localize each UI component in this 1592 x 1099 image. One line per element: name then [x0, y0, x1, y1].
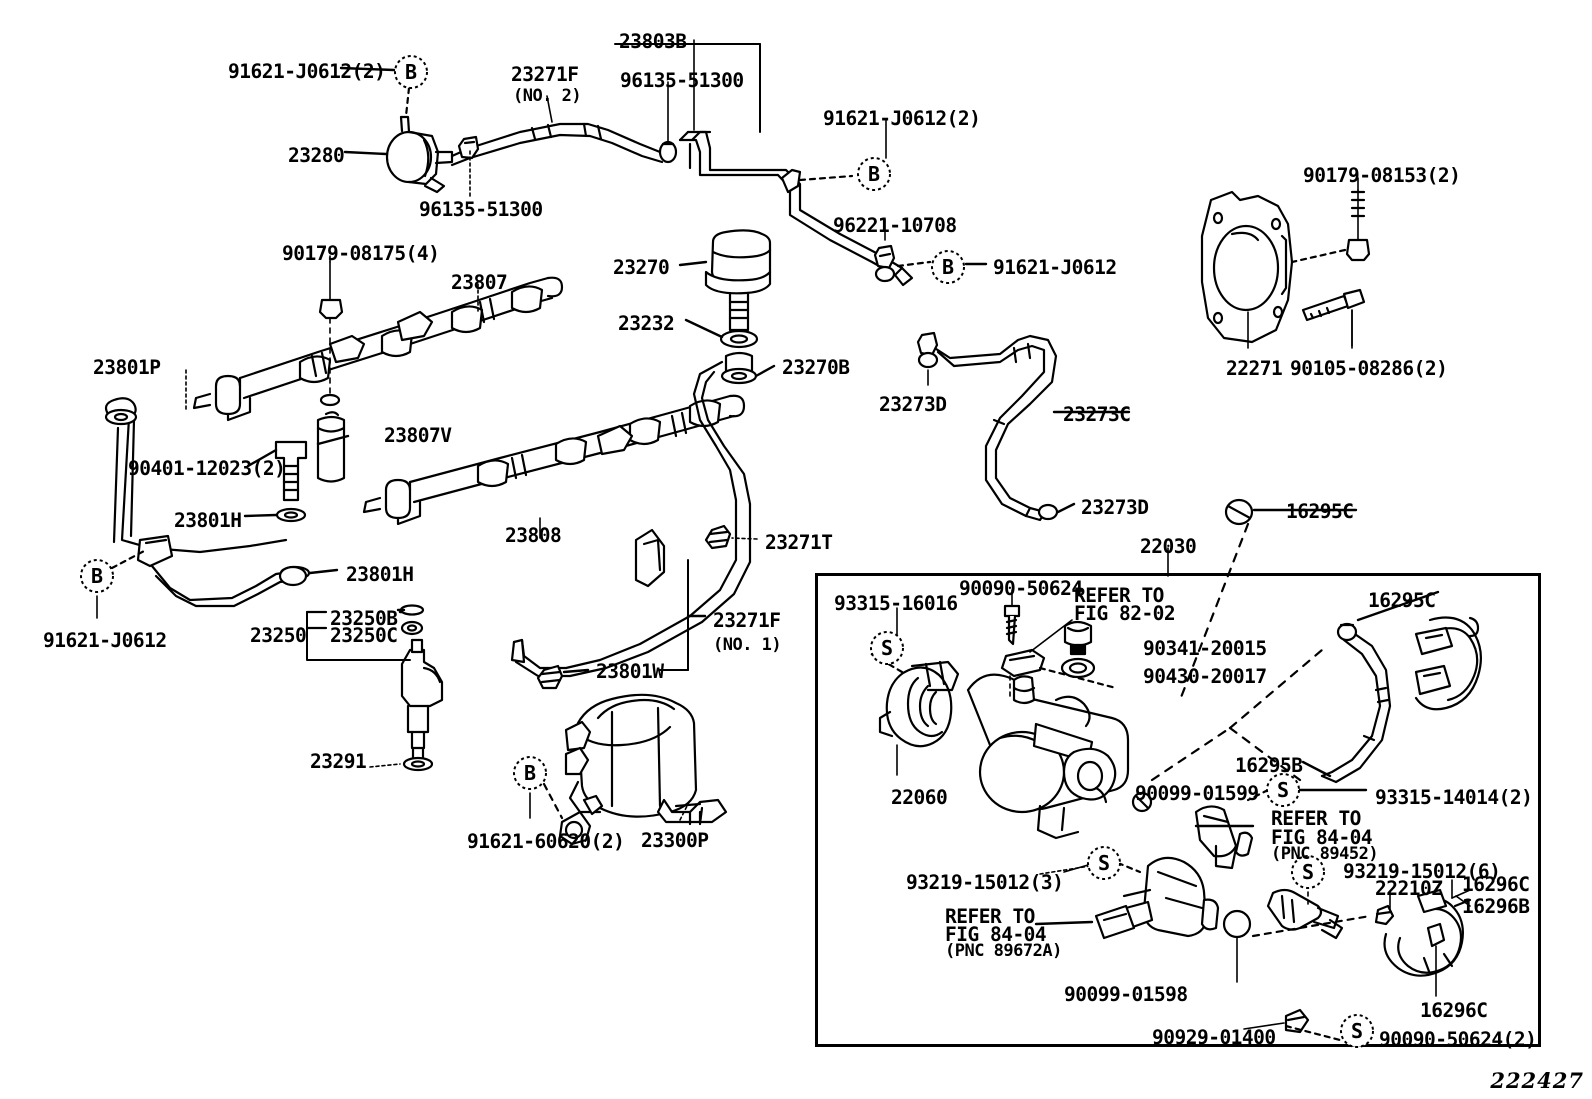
part-number-label: 23270 [613, 256, 670, 279]
part-number-label: FIG 84-04 [945, 923, 1047, 946]
part-number-label: 23300P [641, 829, 709, 852]
marker-letter: B [405, 60, 417, 84]
inset-detail-box [815, 573, 1541, 1047]
marker-letter: B [868, 162, 880, 186]
part-number-label: (NO. 2) [513, 86, 582, 106]
part-number-label: 23273D [879, 393, 947, 416]
part-number-label: 22210Z [1375, 877, 1443, 900]
part-number-label: 23232 [618, 312, 675, 335]
part-number-label: 23250B [330, 607, 398, 630]
part-number-label: 22030 [1140, 535, 1197, 558]
part-number-label: 23280 [288, 144, 345, 167]
part-number-label: 90090-50624(2) [1379, 1028, 1537, 1051]
part-number-label: 23808 [505, 524, 562, 547]
part-number-label: 23801W [596, 660, 664, 683]
part-number-label: 16296C [1462, 873, 1530, 896]
circled-marker-b: B [931, 250, 965, 284]
part-number-label: 23273C [1063, 403, 1131, 426]
part-number-label: (NO. 1) [713, 635, 782, 655]
part-number-label: (PNC 89672A) [945, 941, 1062, 961]
part-number-label: 90401-12023(2) [128, 457, 286, 480]
circled-marker-b: B [857, 157, 891, 191]
part-number-label: 91621-60620(2) [467, 830, 625, 853]
part-number-label: REFER TO [945, 905, 1035, 928]
part-number-label: 91621-J0612(2) [228, 60, 386, 83]
part-number-label: 90179-08153(2) [1303, 164, 1461, 187]
part-number-label: REFER TO [1074, 584, 1164, 607]
part-number-label: 90179-08175(4) [282, 242, 440, 265]
part-number-label: 23291 [310, 750, 367, 773]
part-number-label: 23250C [330, 624, 398, 647]
part-number-label: 93219-15012(6) [1343, 860, 1501, 883]
part-number-label: 93315-14014(2) [1375, 786, 1533, 809]
part-number-label: FIG 82-02 [1074, 602, 1176, 625]
circled-marker-b: B [80, 559, 114, 593]
part-number-label: 90099-01599 [1135, 782, 1259, 805]
part-number-label: 16296C [1420, 999, 1488, 1022]
part-number-label: 90929-01400 [1152, 1026, 1276, 1049]
part-number-label: 23807V [384, 424, 452, 447]
part-number-label: FIG 84-04 [1271, 826, 1373, 849]
part-number-label: 90430-20017 [1143, 665, 1267, 688]
part-number-label: 23271F [511, 63, 579, 86]
part-number-label: 16295C [1286, 500, 1354, 523]
part-number-label: 16296B [1462, 895, 1530, 918]
part-number-label: 23807 [451, 271, 508, 294]
part-number-label: 90105-08286(2) [1290, 357, 1448, 380]
part-number-label: 23801H [346, 563, 414, 586]
part-number-label: 16295C [1368, 589, 1436, 612]
circled-marker-b: B [513, 756, 547, 790]
part-number-label: 91621-J0612(2) [823, 107, 981, 130]
marker-letter: B [91, 564, 103, 588]
part-number-label: 91621-J0612 [43, 629, 167, 652]
part-number-label: 16295B [1235, 754, 1303, 777]
part-number-label: 23250 [250, 624, 307, 647]
marker-letter: B [524, 761, 536, 785]
part-number-label: REFER TO [1271, 807, 1361, 830]
part-number-label: 23801H [174, 509, 242, 532]
figure-number: 222427 [1490, 1068, 1584, 1093]
part-number-label: 23271F [713, 609, 781, 632]
part-number-label: 93219-15012(3) [906, 871, 1064, 894]
part-number-label: 90341-20015 [1143, 637, 1267, 660]
circled-marker-b: B [394, 55, 428, 89]
part-number-label: 23803B [619, 30, 687, 53]
part-number-label: 93315-16016 [834, 592, 958, 615]
part-number-label: 23801P [93, 356, 161, 379]
part-number-label: 23273D [1081, 496, 1149, 519]
part-number-label: 23270B [782, 356, 850, 379]
part-number-label: 96135-51300 [620, 69, 744, 92]
part-number-label: 22271 [1226, 357, 1283, 380]
part-number-label: 96221-10708 [833, 214, 957, 237]
part-number-label: 90090-50624 [959, 577, 1083, 600]
part-number-label: 22060 [891, 786, 948, 809]
part-number-label: (PNC 89452) [1271, 844, 1379, 864]
marker-letter: B [942, 255, 954, 279]
part-number-label: 91621-J0612 [993, 256, 1117, 279]
part-number-label: 23271T [765, 531, 833, 554]
part-number-label: 90099-01598 [1064, 983, 1188, 1006]
part-number-label: 96135-51300 [419, 198, 543, 221]
